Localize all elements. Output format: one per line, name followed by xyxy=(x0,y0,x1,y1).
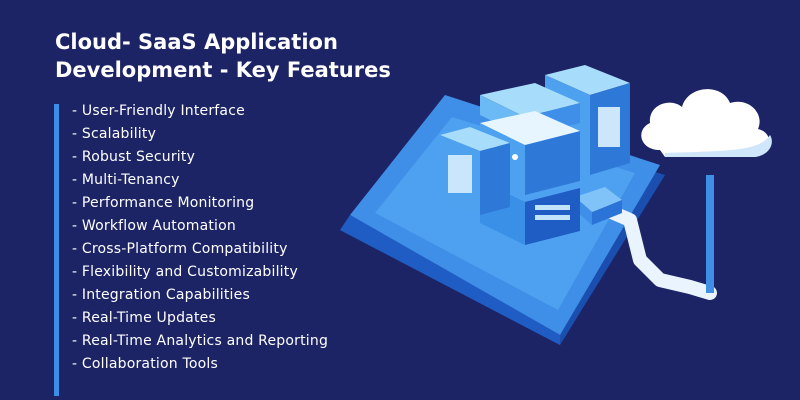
feature-item: - Real-Time Analytics and Reporting xyxy=(72,333,329,349)
accent-bar xyxy=(54,104,59,396)
cable-icon xyxy=(575,175,717,300)
server-icon xyxy=(440,127,510,215)
feature-item: - Multi-Tenancy xyxy=(72,172,180,188)
cloud-saas-illustration xyxy=(340,65,772,345)
feature-item: - Performance Monitoring xyxy=(72,195,255,211)
cloud-icon xyxy=(641,89,772,157)
feature-item: - User-Friendly Interface xyxy=(72,103,245,119)
feature-item: - Cross-Platform Compatibility xyxy=(72,241,288,257)
feature-item: - Robust Security xyxy=(72,149,196,165)
feature-item: - Workflow Automation xyxy=(72,218,236,234)
feature-list: - User-Friendly Interface - Scalability … xyxy=(72,100,328,376)
feature-item: - Integration Capabilities xyxy=(72,287,250,303)
page-title: Cloud- SaaS Application Development - Ke… xyxy=(55,28,435,84)
title-line-2: Development - Key Features xyxy=(55,58,391,82)
feature-item: - Real-Time Updates xyxy=(72,310,216,326)
title-line-1: Cloud- SaaS Application xyxy=(55,30,338,54)
feature-item: - Flexibility and Customizability xyxy=(72,264,298,280)
feature-item: - Collaboration Tools xyxy=(72,356,218,372)
feature-item: - Scalability xyxy=(72,126,157,142)
